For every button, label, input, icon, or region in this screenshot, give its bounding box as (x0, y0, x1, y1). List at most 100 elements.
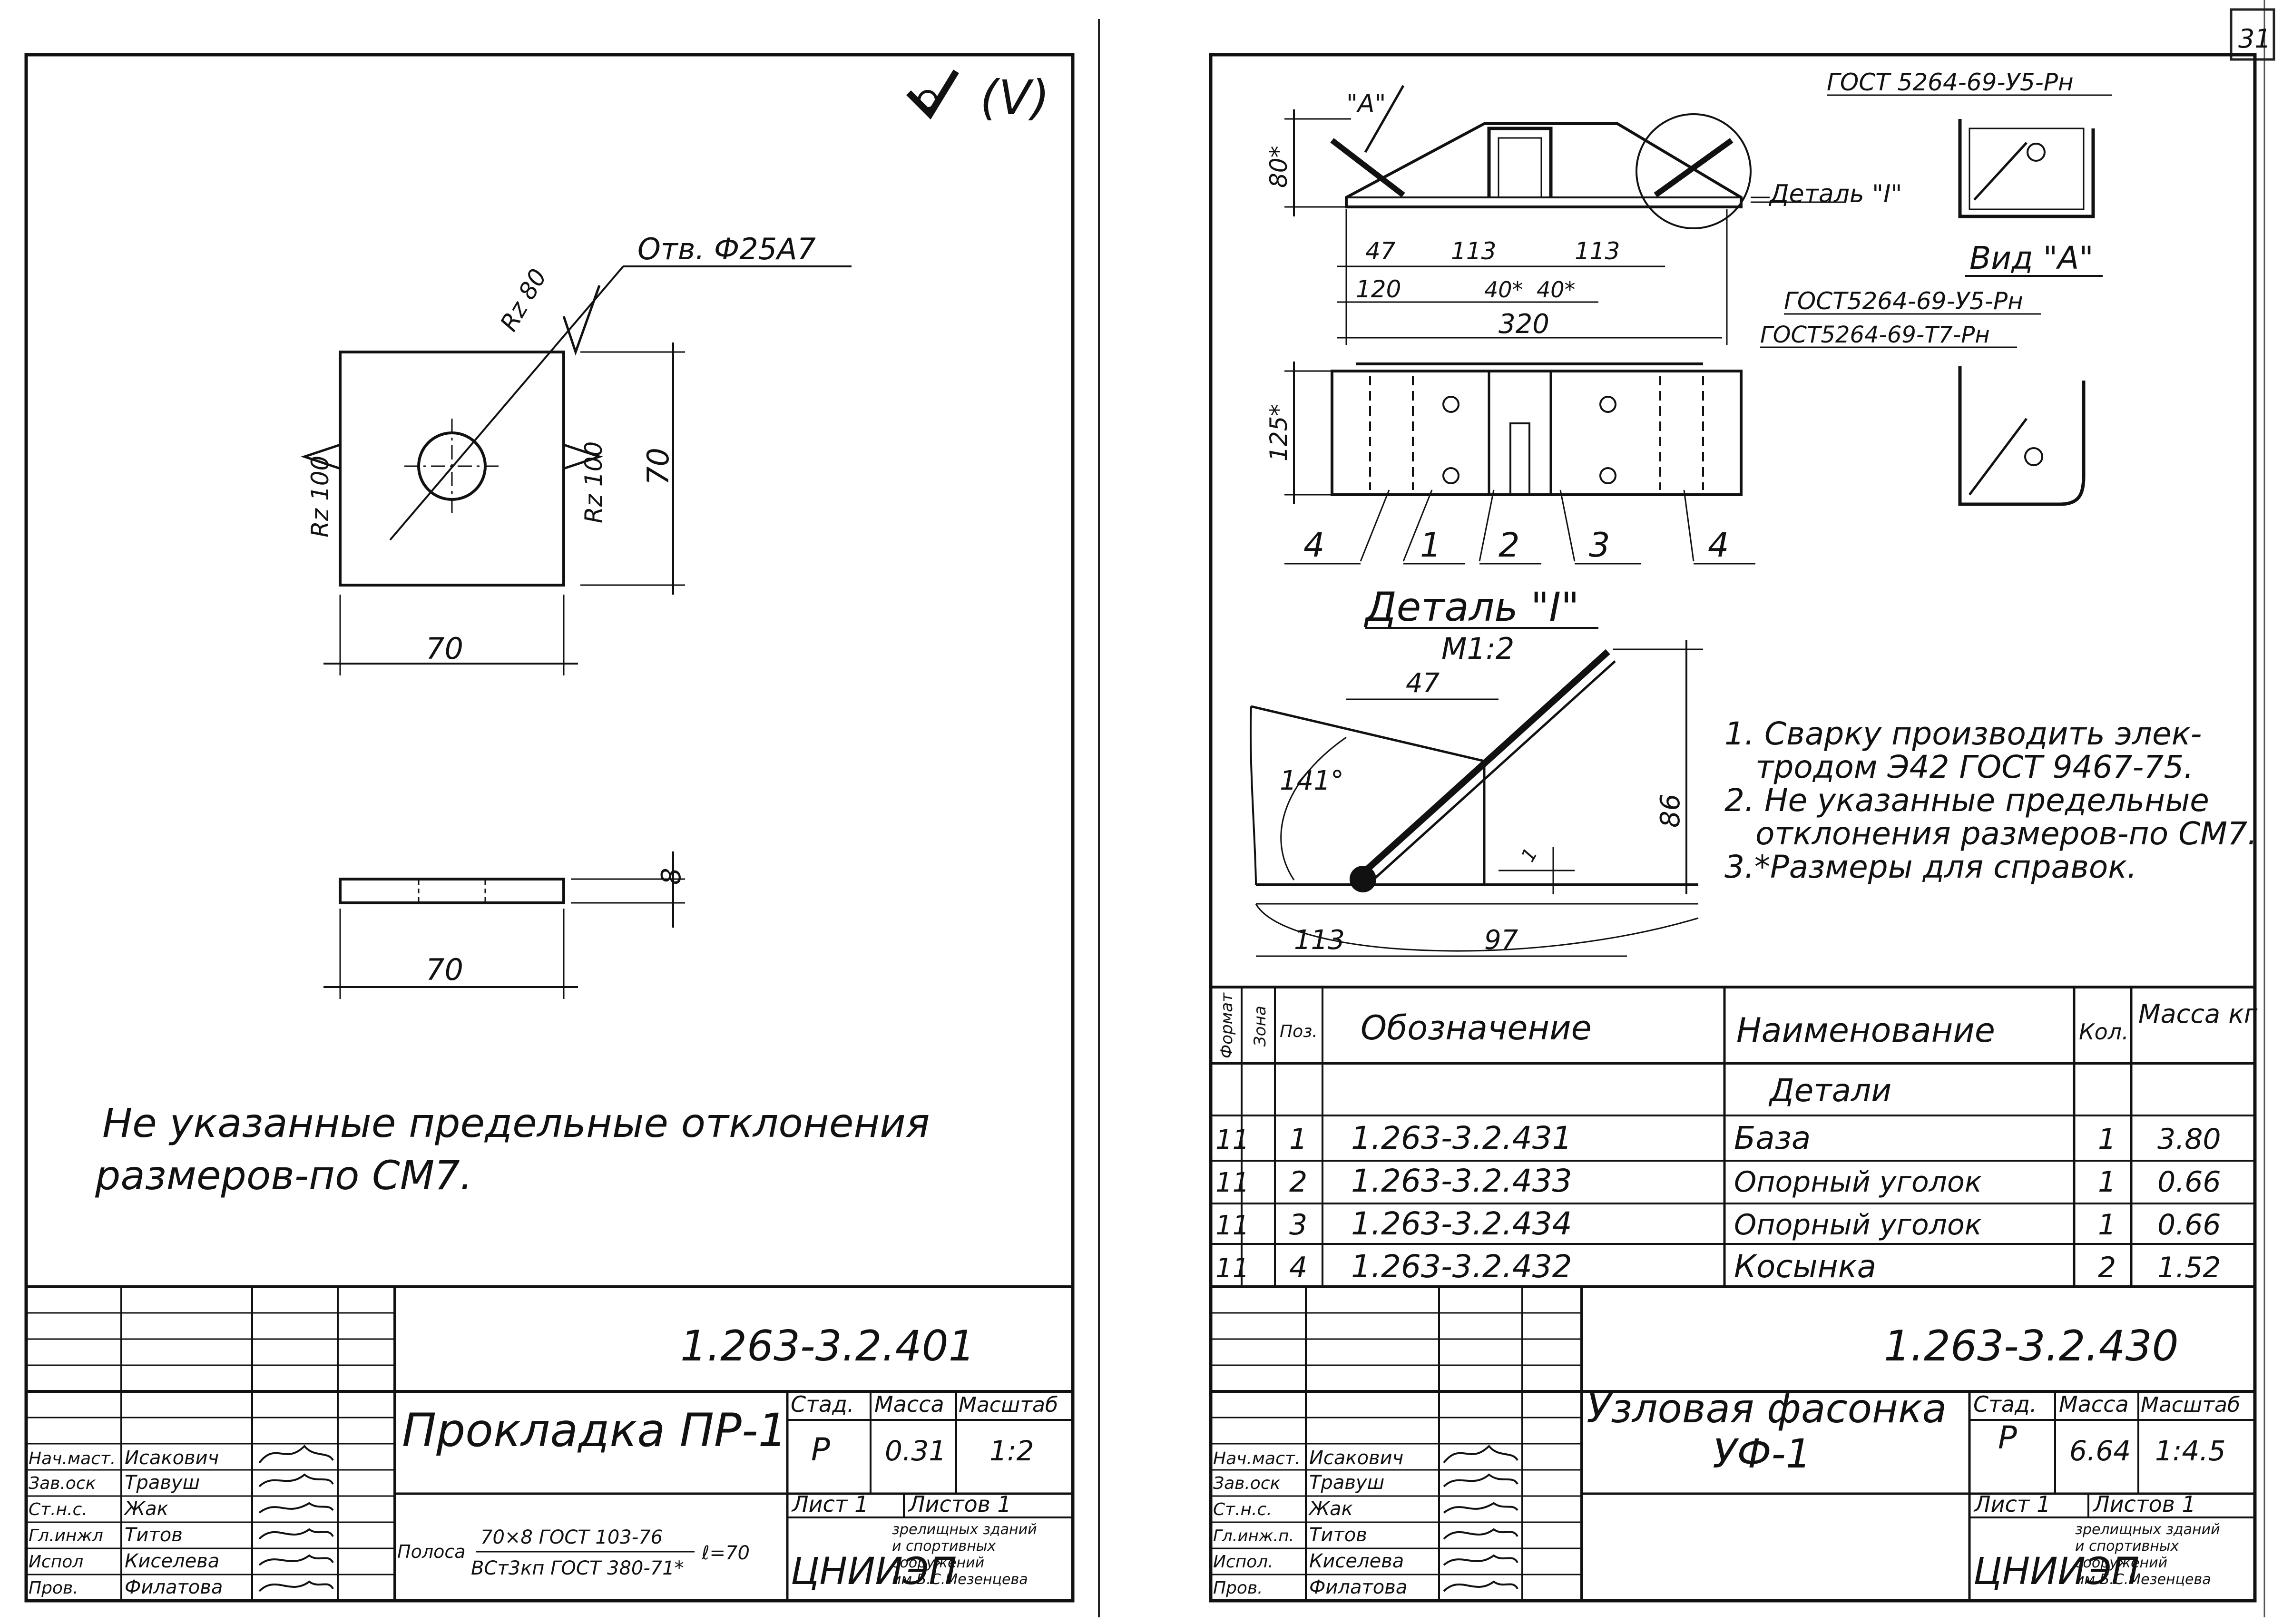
table-row-pos: 1 (1289, 1123, 1307, 1156)
left-scale-header: Масштаб (959, 1393, 1058, 1417)
table-row-designation: 1.263-3.2.433 (1351, 1163, 1572, 1199)
right-signer-role: Ст.н.с. (1213, 1500, 1272, 1519)
pos-callout: 2 (1499, 526, 1520, 565)
roughness-left-label: Rz 100 (306, 456, 334, 538)
left-stage: Р (811, 1431, 830, 1468)
signature-image (1443, 1445, 1518, 1464)
right-signer-role: Пров. (1213, 1578, 1263, 1598)
right-signer-role: Зав.оск (1213, 1474, 1281, 1493)
right-signer-role: Испол. (1213, 1552, 1273, 1572)
weld-dot (1350, 866, 1376, 892)
left-signer-name: Травуш (125, 1472, 200, 1494)
gost-mid2: ГОСТ5264-69-Т7-Рн (1760, 322, 1990, 348)
roughness-mark-top (562, 285, 601, 356)
roughness-circle-icon (918, 90, 938, 110)
table-row-mass: 0.66 (2157, 1165, 2221, 1199)
dim-113b: 113 (1575, 237, 1620, 265)
detail-dim-47: 47 (1406, 668, 1440, 699)
signature-image (1443, 1554, 1518, 1566)
right-mass-header: Масса (2059, 1391, 2129, 1417)
left-signer-name: Жак (123, 1498, 168, 1520)
left-org-line1: зрелищных зданий (892, 1521, 1037, 1538)
view-a-sketch (1958, 119, 2095, 218)
table-row-pos: 2 (1289, 1165, 1307, 1199)
spec-header-qty: Кол. (2079, 1019, 2129, 1045)
right-scale-header: Масштаб (2141, 1393, 2240, 1417)
right-part-name-2: УФ-1 (1713, 1430, 1811, 1477)
pos-callout: 4 (1708, 526, 1729, 565)
elevation-brace-right (1654, 138, 1734, 197)
table-row-format: 11 (1215, 1167, 1249, 1198)
signature-image (258, 1502, 334, 1514)
table-row-name: Косынка (1734, 1248, 1876, 1285)
table-row-pos: 3 (1289, 1208, 1307, 1242)
detail-ref-label: Деталь "I" (1769, 180, 1902, 208)
right-sheet: Деталь "I" "А" 80* 47 113 113 120 40* 40… (1209, 53, 2258, 1603)
left-title-block (26, 1285, 1073, 1601)
right-signer-name: Филатова (1309, 1576, 1407, 1598)
left-org-line4: им.Б.С.Мезенцева (892, 1571, 1028, 1588)
left-scale: 1:2 (989, 1435, 1034, 1467)
table-row-designation: 1.263-3.2.431 (1351, 1120, 1572, 1156)
right-note: 1. Сварку производить элек- (1724, 715, 2202, 752)
dim-width-top: 70 (426, 631, 463, 666)
dim-125: 125* (1265, 404, 1293, 461)
left-sheets-count: Листов 1 (908, 1491, 1011, 1517)
pos-callout: 4 (1303, 526, 1325, 565)
left-mass: 0.31 (885, 1435, 946, 1467)
right-org-logo: ЦНИИЭП (1973, 1550, 2139, 1593)
roughness-mark-right (563, 443, 603, 470)
right-signer-name: Титов (1309, 1524, 1367, 1546)
left-signer-name: Филатова (125, 1576, 223, 1598)
spec-header-format: Формат (1217, 992, 1236, 1058)
signature-image (258, 1528, 334, 1540)
left-mass-header: Масса (874, 1391, 944, 1417)
left-org-line3: сооружений (892, 1555, 984, 1571)
detail-title: Деталь "I" (1363, 584, 1579, 630)
left-sheet-no: Лист 1 (791, 1491, 868, 1517)
left-part-name: Прокладка ПР-1 (402, 1404, 787, 1457)
gost-top: ГОСТ 5264-69-У5-Рн (1827, 68, 2074, 96)
left-signer-role: Испол (29, 1552, 83, 1572)
view-a-label: "А" (1346, 89, 1386, 118)
right-org-line3: сооружений (2075, 1555, 2167, 1571)
elevation-channel (1487, 127, 1553, 197)
table-row-designation: 1.263-3.2.434 (1351, 1205, 1572, 1242)
right-mass: 6.64 (2069, 1435, 2131, 1467)
left-signer-name: Титов (125, 1524, 183, 1546)
left-org-logo: ЦНИИЭП (791, 1550, 957, 1593)
right-sheet-no: Лист 1 (1973, 1491, 2050, 1517)
view-a-detail-sketch (1958, 366, 2086, 506)
detail-dim-86: 86 (1655, 794, 1686, 828)
right-sheet-frame (1209, 53, 2257, 1603)
signature-image (1443, 1528, 1518, 1540)
dim-120: 120 (1356, 275, 1401, 303)
spec-section: Детали (1768, 1072, 1891, 1109)
signature-image (258, 1473, 334, 1487)
signature-image (1443, 1580, 1518, 1592)
left-material-length: ℓ=70 (701, 1542, 750, 1564)
plate-side (339, 878, 565, 904)
plan-view (1331, 370, 1743, 496)
left-signer-role: Гл.инжл (29, 1526, 103, 1546)
left-org-line2: и спортивных (892, 1538, 996, 1555)
table-row-designation: 1.263-3.2.432 (1351, 1248, 1572, 1285)
right-signer-role: Нач.маст. (1213, 1449, 1300, 1468)
detail-dim-113: 113 (1294, 925, 1345, 956)
right-signer-role: Гл.инж.п. (1213, 1526, 1294, 1546)
detail-angle: 141° (1280, 765, 1344, 796)
table-row-mass: 1.52 (2157, 1251, 2221, 1284)
left-stage-header: Стад. (791, 1391, 854, 1417)
table-row-format: 11 (1215, 1253, 1249, 1284)
right-org-line1: зрелищных зданий (2075, 1521, 2220, 1538)
pos-callout: 3 (1589, 526, 1610, 565)
right-org-line4: им.Б.С.Мезенцева (2075, 1571, 2211, 1588)
dim-113a: 113 (1451, 237, 1496, 265)
view-a-title: Вид "А" (1969, 240, 2094, 276)
right-note: тродом Э42 ГОСТ 9467-75. (1755, 749, 2194, 785)
right-title-block (1211, 1287, 2255, 1601)
right-note: 3.*Размеры для справок. (1724, 849, 2137, 885)
left-signer-name: Исакович (125, 1447, 219, 1469)
right-part-name-1: Узловая фасонка (1587, 1385, 1947, 1432)
table-row-qty: 1 (2098, 1165, 2116, 1199)
